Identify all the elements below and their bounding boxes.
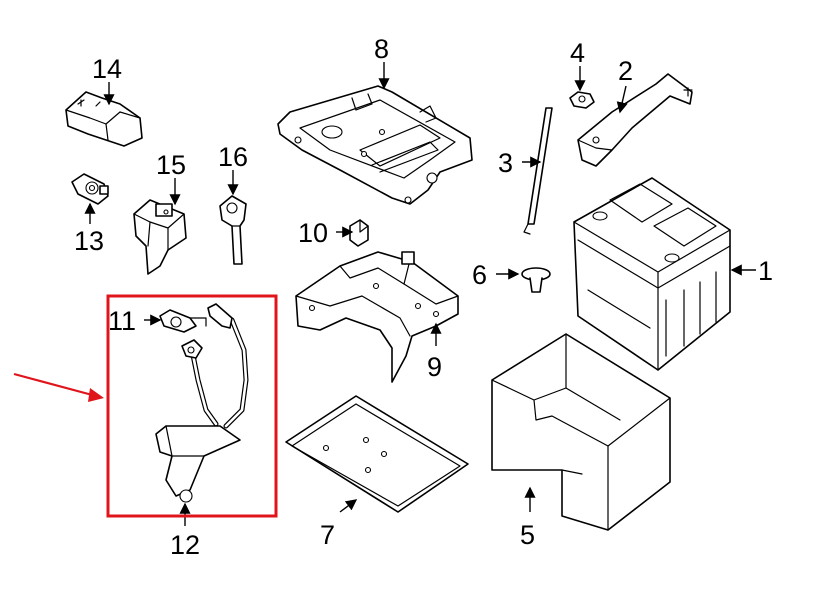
part-5-battery-case (491, 333, 671, 531)
part-11-terminal (159, 309, 207, 333)
callout-7: 7 (320, 520, 335, 550)
callout-8: 8 (374, 34, 389, 64)
callout-3: 3 (498, 148, 513, 178)
part-15-fuse-holder (133, 199, 187, 275)
part-12-battery-cable (155, 303, 249, 503)
callout-10: 10 (298, 218, 328, 248)
callout-13: 13 (74, 226, 104, 256)
highlight-box (106, 294, 278, 518)
part-1-battery (573, 177, 731, 371)
part-13-terminal-clamp (71, 173, 109, 205)
part-4-nut (569, 91, 595, 109)
part-7-tray-pad (285, 395, 469, 513)
callout-9: 9 (427, 352, 442, 382)
part-6-push-clip (521, 267, 551, 293)
part-2-hold-down-bracket (577, 73, 693, 167)
callout-12: 12 (170, 530, 200, 560)
part-9-bracket (295, 251, 459, 383)
callout-11: 11 (108, 306, 136, 336)
highlight-arrow (13, 372, 104, 402)
callout-4: 4 (570, 38, 585, 68)
part-10-clip (349, 219, 369, 247)
callout-14: 14 (92, 54, 122, 84)
part-16-sensor (219, 195, 247, 265)
part-3-hold-down-rod (523, 107, 553, 235)
part-8-tray-support (277, 85, 473, 205)
callout-5: 5 (520, 520, 535, 550)
callout-2: 2 (618, 56, 633, 86)
callout-1: 1 (758, 256, 773, 286)
callout-15: 15 (156, 150, 186, 180)
part-14-terminal-cover (65, 91, 143, 147)
callout-6: 6 (472, 260, 487, 290)
callout-16: 16 (218, 142, 248, 172)
